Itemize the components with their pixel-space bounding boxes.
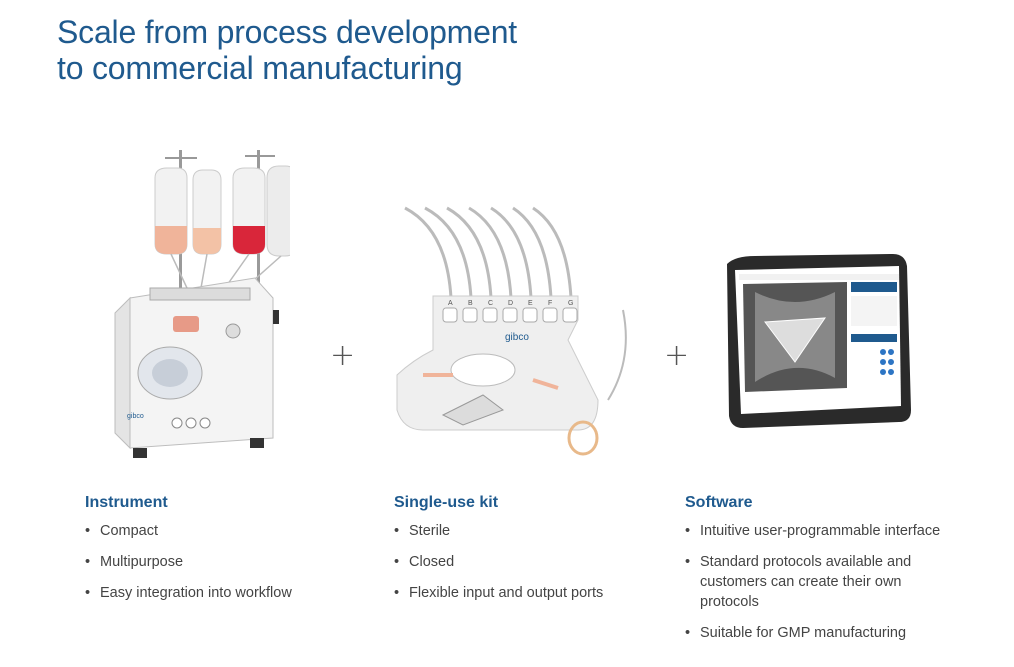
single-use-kit-heading: Single-use kit <box>394 494 499 511</box>
list-item: Easy integration into workflow <box>85 583 292 603</box>
list-item: Multipurpose <box>85 552 292 572</box>
list-item: Sterile <box>394 521 603 541</box>
single-use-kit-features: Sterile Closed Flexible input and output… <box>394 521 603 603</box>
instrument-heading: Instrument <box>85 494 168 511</box>
svg-text:E: E <box>528 300 533 307</box>
svg-text:B: B <box>468 300 473 307</box>
svg-text:gibco: gibco <box>127 413 144 420</box>
plus-sign-1: + <box>330 338 356 373</box>
software-heading: Software <box>685 494 753 511</box>
svg-text:A: A <box>448 300 453 307</box>
instrument-column: Instrument Compact Multipurpose Easy int… <box>85 494 292 614</box>
list-item: Suitable for GMP manufacturing <box>685 623 975 643</box>
software-tablet-illustration <box>727 254 911 428</box>
title-line-2: to commercial manufacturing <box>57 50 463 86</box>
svg-text:F: F <box>548 300 552 307</box>
list-item: Flexible input and output ports <box>394 583 603 603</box>
svg-text:C: C <box>488 300 493 307</box>
single-use-kit-illustration: A B C D E F G gibco <box>396 206 627 456</box>
software-column: Software Intuitive user-programmable int… <box>685 494 975 654</box>
list-item: Standard protocols available and custome… <box>685 552 915 612</box>
software-features: Intuitive user-programmable interface St… <box>685 521 975 643</box>
instrument-illustration: gibco <box>114 150 290 458</box>
plus-sign-2: + <box>664 338 690 373</box>
instrument-features: Compact Multipurpose Easy integration in… <box>85 521 292 603</box>
svg-text:G: G <box>568 300 573 307</box>
svg-text:gibco: gibco <box>505 332 529 343</box>
svg-text:D: D <box>508 300 513 307</box>
single-use-kit-column: Single-use kit Sterile Closed Flexible i… <box>394 494 603 614</box>
title-line-1: Scale from process development <box>57 14 518 50</box>
list-item: Closed <box>394 552 603 572</box>
list-item: Intuitive user-programmable interface <box>685 521 975 541</box>
media-bags <box>154 165 290 257</box>
page-title: Scale from process development to commer… <box>57 14 517 86</box>
list-item: Compact <box>85 521 292 541</box>
